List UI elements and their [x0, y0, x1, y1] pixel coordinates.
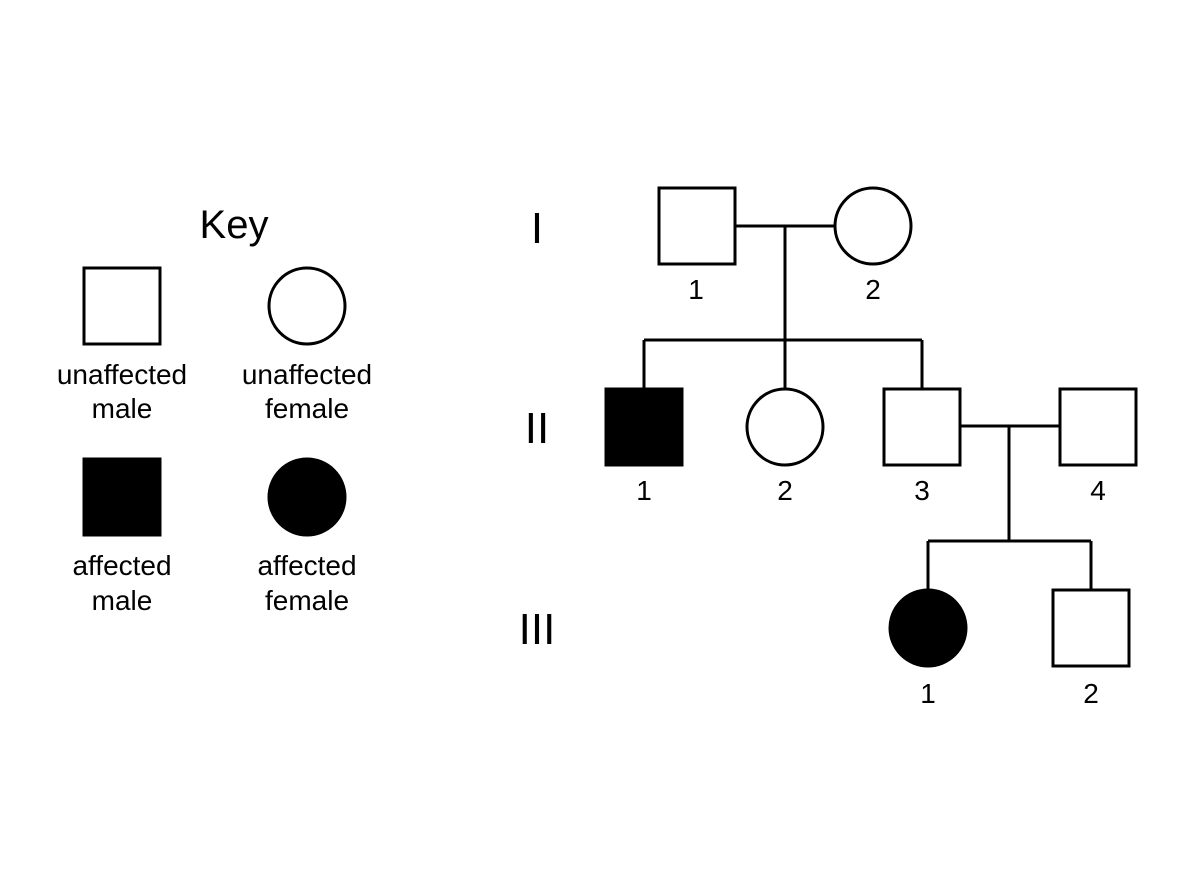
key-affected-male-label-1: affected: [72, 550, 171, 581]
key-affected-female-label-1: affected: [257, 550, 356, 581]
individual-II-3: [882, 387, 962, 467]
key-unaffected-male-label-1: unaffected: [57, 359, 187, 390]
individual-II-2: [745, 387, 825, 467]
generation-label-2: II: [525, 404, 549, 453]
individual-label-I-2: 2: [865, 274, 881, 305]
key-unaffected-female-label-1: unaffected: [242, 359, 372, 390]
individual-label-II-3: 3: [914, 475, 930, 506]
key-affected-female-symbol: [267, 457, 347, 537]
generation-labels: I II III: [519, 204, 556, 654]
key-affected-male-label-2: male: [92, 585, 153, 616]
key-affected-female-label-2: female: [265, 585, 349, 616]
individual-I-2: [833, 186, 913, 266]
key-unaffected-male-label-2: male: [92, 393, 153, 424]
individual-label-II-2: 2: [777, 475, 793, 506]
generation-label-1: I: [531, 204, 543, 253]
individual-label-I-1: 1: [688, 274, 704, 305]
individual-II-4: [1058, 387, 1138, 467]
key-title: Key: [200, 203, 269, 247]
key-unaffected-male-symbol: [82, 266, 162, 346]
key-unaffected-female-label-2: female: [265, 393, 349, 424]
individual-label-III-2: 2: [1083, 678, 1099, 709]
individual-labels: 1 2 1 2 3 4 1 2: [636, 274, 1106, 709]
individual-label-II-1: 1: [636, 475, 652, 506]
individual-label-II-4: 4: [1090, 475, 1106, 506]
pedigree-lines: [642, 224, 1093, 589]
key-unaffected-female-symbol: [267, 266, 347, 346]
key-panel: Key unaffected male unaffected female af…: [57, 203, 372, 616]
key-affected-male-symbol: [82, 457, 162, 537]
individual-I-1: [657, 186, 737, 266]
individual-III-1: [888, 588, 968, 668]
individual-label-III-1: 1: [920, 678, 936, 709]
individual-III-2: [1051, 588, 1131, 668]
individual-II-1: [604, 387, 684, 467]
generation-label-3: III: [519, 605, 556, 654]
individuals: [604, 186, 1138, 668]
